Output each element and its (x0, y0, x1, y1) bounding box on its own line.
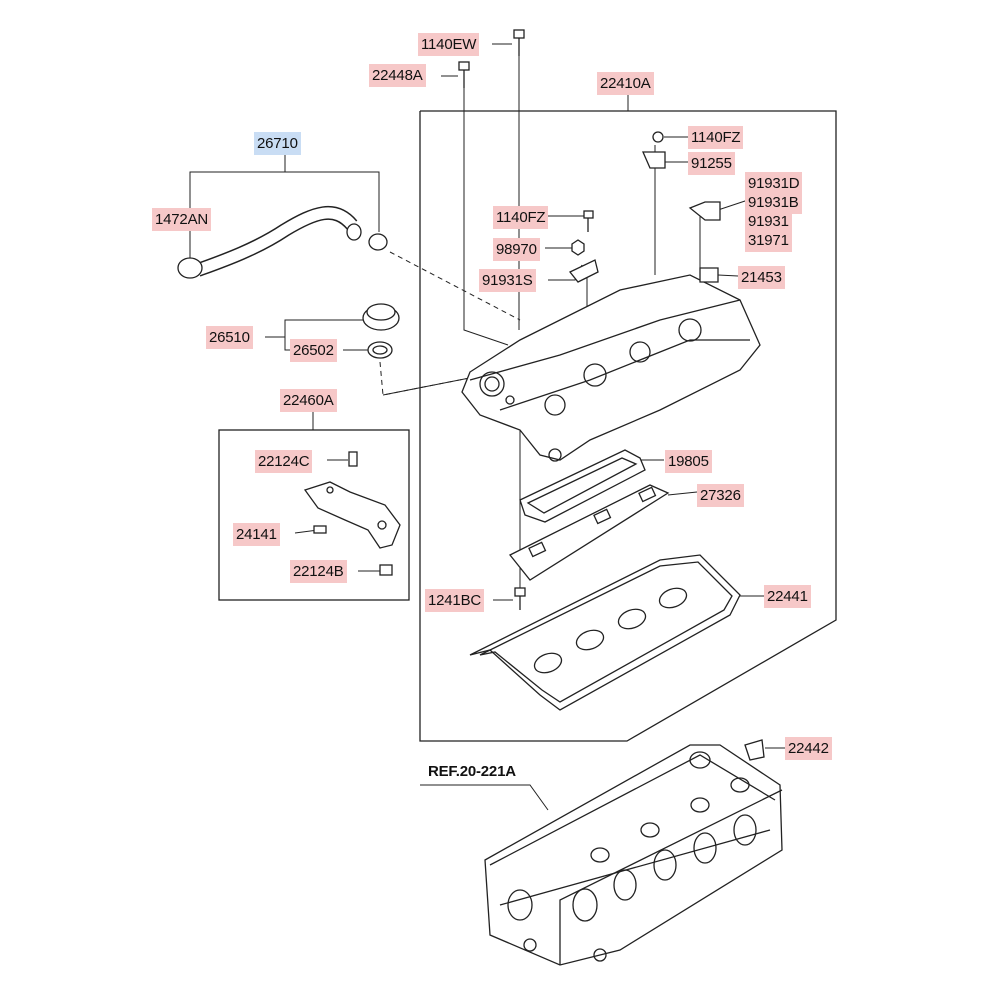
bolt-1140EW (513, 29, 525, 56)
label-98970: 98970 (493, 238, 540, 261)
gasket-19805 (519, 449, 646, 523)
label-22124B: 22124B (290, 560, 347, 583)
bracket-91931 (688, 201, 721, 221)
label-91931B: 91931B (745, 191, 802, 214)
label-22460A: 22460A (280, 389, 337, 412)
valve-cover (461, 274, 761, 462)
label-1241BC: 1241BC (425, 589, 485, 612)
breather-hose (177, 205, 388, 279)
label-22448A: 22448A (369, 64, 426, 87)
label-22124C: 22124C (255, 450, 313, 473)
label-91255: 91255 (688, 152, 735, 175)
label-91931S: 91931S (479, 269, 536, 292)
label-19805: 19805 (665, 450, 712, 473)
oil-separator-frame (218, 429, 410, 601)
label-26710: 26710 (254, 132, 301, 155)
label-91931: 91931 (745, 210, 792, 233)
clip-21453 (699, 267, 719, 283)
label-21453: 21453 (738, 266, 785, 289)
baffle-plate-27326 (508, 484, 670, 581)
label-22441: 22441 (764, 585, 811, 608)
label-ref-cylinder-head: REF.20-221A (428, 763, 516, 780)
label-31971: 31971 (745, 229, 792, 252)
label-1472AN: 1472AN (152, 208, 212, 231)
oil-filler-cap (362, 303, 400, 359)
label-1140EW: 1140EW (418, 33, 480, 56)
nut-98970 (571, 239, 585, 256)
label-1140FZ-top: 1140FZ (688, 126, 744, 149)
label-91931D: 91931D (745, 172, 803, 195)
bolt-1140FZ-top (652, 131, 664, 143)
gasket-22441 (469, 554, 741, 711)
oil-separator (303, 451, 401, 576)
bolt-1140FZ-mid (583, 210, 594, 232)
label-1140FZ-mid: 1140FZ (493, 206, 549, 229)
label-27326: 27326 (697, 484, 744, 507)
cylinder-head (484, 744, 783, 966)
valve-cover-frame (419, 110, 837, 742)
label-22442: 22442 (785, 737, 832, 760)
clip-91931S (568, 259, 599, 283)
label-22410A: 22410A (597, 72, 654, 95)
label-26502: 26502 (290, 339, 337, 362)
bracket-91255 (642, 151, 666, 169)
cam-cap-22442 (744, 739, 765, 761)
bolt-1241BC (514, 587, 526, 610)
bolt-22448A (458, 61, 470, 88)
label-24141: 24141 (233, 523, 280, 546)
label-26510: 26510 (206, 326, 253, 349)
